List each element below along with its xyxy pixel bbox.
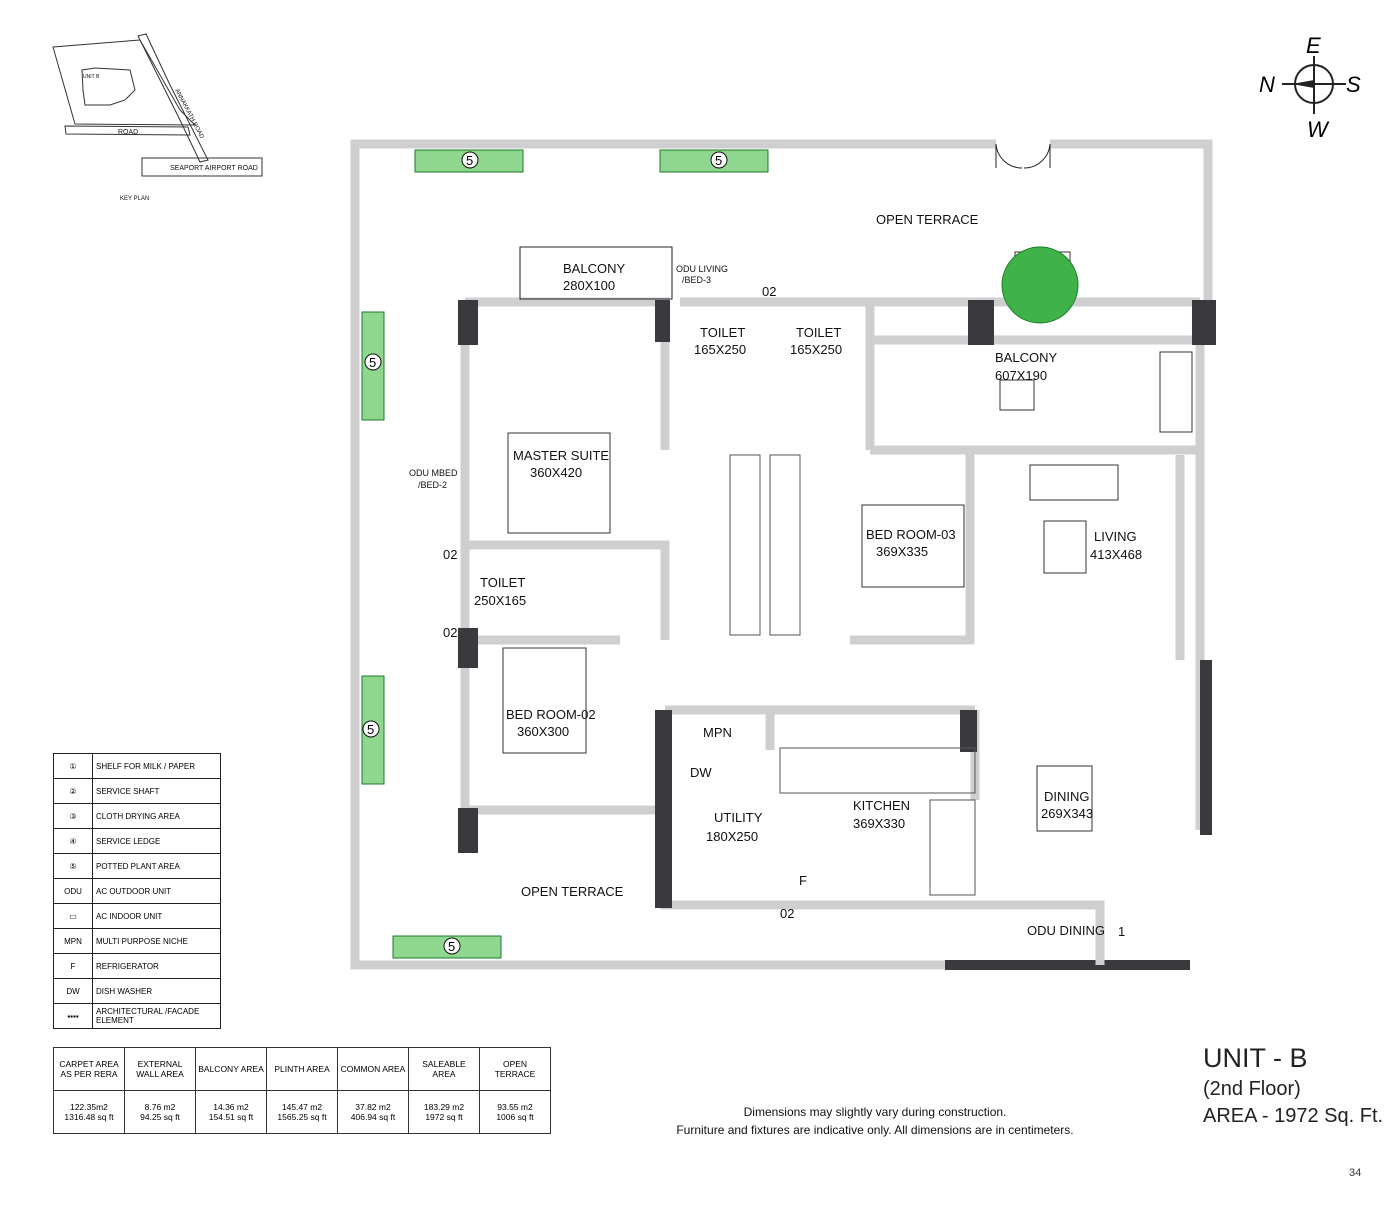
master-suite-dim: 360X420 [530,465,582,480]
open-terrace-bottom: OPEN TERRACE [521,884,624,899]
shaft-marker-4: 02 [780,906,794,921]
compass-w: W [1307,117,1330,142]
toilet-3-dim: 250X165 [474,593,526,608]
kitchen-dim: 369X330 [853,816,905,831]
balcony-2-label: BALCONY [995,350,1057,365]
toilet-2-dim: 165X250 [790,342,842,357]
svg-text:5: 5 [367,722,374,737]
key-plan-road: ROAD [118,129,138,136]
svg-text:5: 5 [715,153,722,168]
unit-floor: (2nd Floor) [1203,1078,1301,1100]
key-plan [52,33,263,177]
living-label: LIVING [1094,529,1137,544]
odu-mbed-label-2: /BED-2 [418,480,447,490]
page-number: 34 [1349,1167,1362,1179]
unit-area: AREA - 1972 Sq. Ft. [1203,1105,1384,1127]
dining-label: DINING [1044,789,1090,804]
toilet-1-dim: 165X250 [694,342,746,357]
utility-label: UTILITY [714,810,763,825]
master-suite-label: MASTER SUITE [513,448,609,463]
odu-living-label: ODU LIVING [676,264,728,274]
bedroom-2-label: BED ROOM-02 [506,707,596,722]
unit-info: UNIT - B (2nd Floor) AREA - 1972 Sq. Ft. [1203,1043,1383,1128]
service-shaft-marker: 02 [762,284,776,299]
dishwasher-label: DW [690,765,712,780]
compass-e: E [1306,33,1321,58]
svg-text:5: 5 [466,153,473,168]
building-walls [458,246,1216,965]
odu-mbed-label: ODU MBED [409,468,458,478]
balcony-label: BALCONY [563,261,625,276]
plant-area-markers: 5 5 5 5 5 [362,151,728,955]
room-labels: OPEN TERRACE BALCONY 280X100 ODU LIVING … [409,212,1142,939]
toilet-1-label: TOILET [700,325,745,340]
fridge-label: F [799,873,807,888]
balcony-2-dim: 607X190 [995,368,1047,383]
bedroom-3-label: BED ROOM-03 [866,527,956,542]
toilet-2-label: TOILET [796,325,841,340]
key-plan-caption: KEY PLAN [120,196,149,202]
compass-s: S [1346,72,1361,97]
balcony-dim: 280X100 [563,278,615,293]
svg-text:5: 5 [369,355,376,370]
key-plan-unit: UNIT B [83,74,100,80]
shaft-marker-3: 02 [443,625,457,640]
key-plan-main-road: SEAPORT AIRPORT ROAD [170,165,258,172]
mpn-label: MPN [703,725,732,740]
bedroom-3-dim: 369X335 [876,544,928,559]
terrace-boundary [350,139,1213,970]
odu-dining-label: ODU DINING [1027,923,1105,938]
milk-shelf-marker: 1 [1118,924,1125,939]
compass-icon [1282,56,1346,114]
svg-text:5: 5 [448,939,455,954]
open-terrace-top: OPEN TERRACE [876,212,979,227]
compass-n: N [1259,72,1275,97]
living-dim: 413X468 [1090,547,1142,562]
shaft-marker-2: 02 [443,547,457,562]
disclaimer: Dimensions may slightly vary during cons… [676,1105,1074,1137]
utility-dim: 180X250 [706,829,758,844]
dining-dim: 269X343 [1041,806,1093,821]
kitchen-label: KITCHEN [853,798,910,813]
unit-title: UNIT - B [1203,1043,1308,1073]
toilet-3-label: TOILET [480,575,525,590]
odu-living-label-2: /BED-3 [682,275,711,285]
bedroom-2-dim: 360X300 [517,724,569,739]
